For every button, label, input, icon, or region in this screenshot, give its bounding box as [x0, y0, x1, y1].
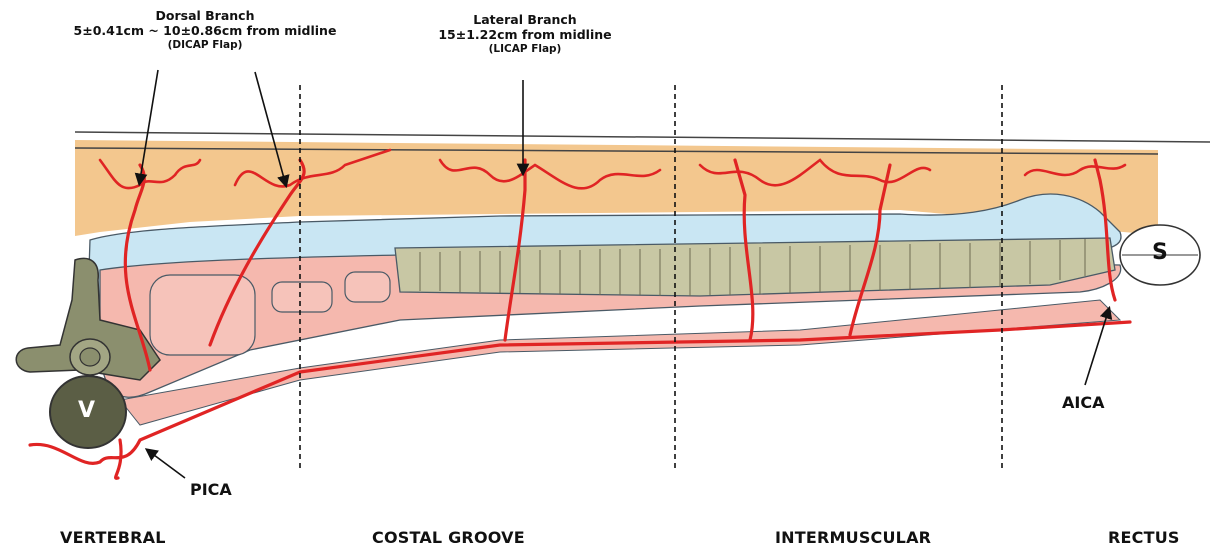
lateral-branch-distance: 15±1.22cm from midline: [438, 27, 611, 42]
sternum-marker: S: [1152, 240, 1168, 265]
region-label-rectus: RECTUS: [1108, 528, 1180, 548]
region-label-intermuscular: INTERMUSCULAR: [775, 528, 931, 548]
paraspinal-compartment-3: [345, 272, 390, 302]
dorsal-branch-distance: 5±0.41cm ~ 10±0.86cm from midline: [74, 23, 337, 38]
pica-arrow: [150, 452, 185, 478]
pica-label: PICA: [190, 480, 232, 500]
spinal-canal-inner: [80, 348, 100, 366]
skin-line-outer: [75, 132, 1210, 142]
dorsal-branch-annotation: Dorsal Branch 5±0.41cm ~ 10±0.86cm from …: [60, 8, 350, 51]
lateral-branch-flap: (LICAP Flap): [415, 43, 635, 56]
aica-label: AICA: [1062, 393, 1104, 413]
vertebra-marker: V: [78, 398, 95, 423]
region-label-vertebral: VERTEBRAL: [60, 528, 166, 548]
dorsal-branch-flap: (DICAP Flap): [60, 39, 350, 52]
lateral-branch-annotation: Lateral Branch 15±1.22cm from midline (L…: [415, 12, 635, 55]
region-label-costal-groove: COSTAL GROOVE: [372, 528, 525, 548]
dorsal-branch-title: Dorsal Branch: [156, 8, 255, 23]
lateral-branch-title: Lateral Branch: [473, 12, 576, 27]
paraspinal-compartment-2: [272, 282, 332, 312]
paraspinal-compartment-1: [150, 275, 255, 355]
